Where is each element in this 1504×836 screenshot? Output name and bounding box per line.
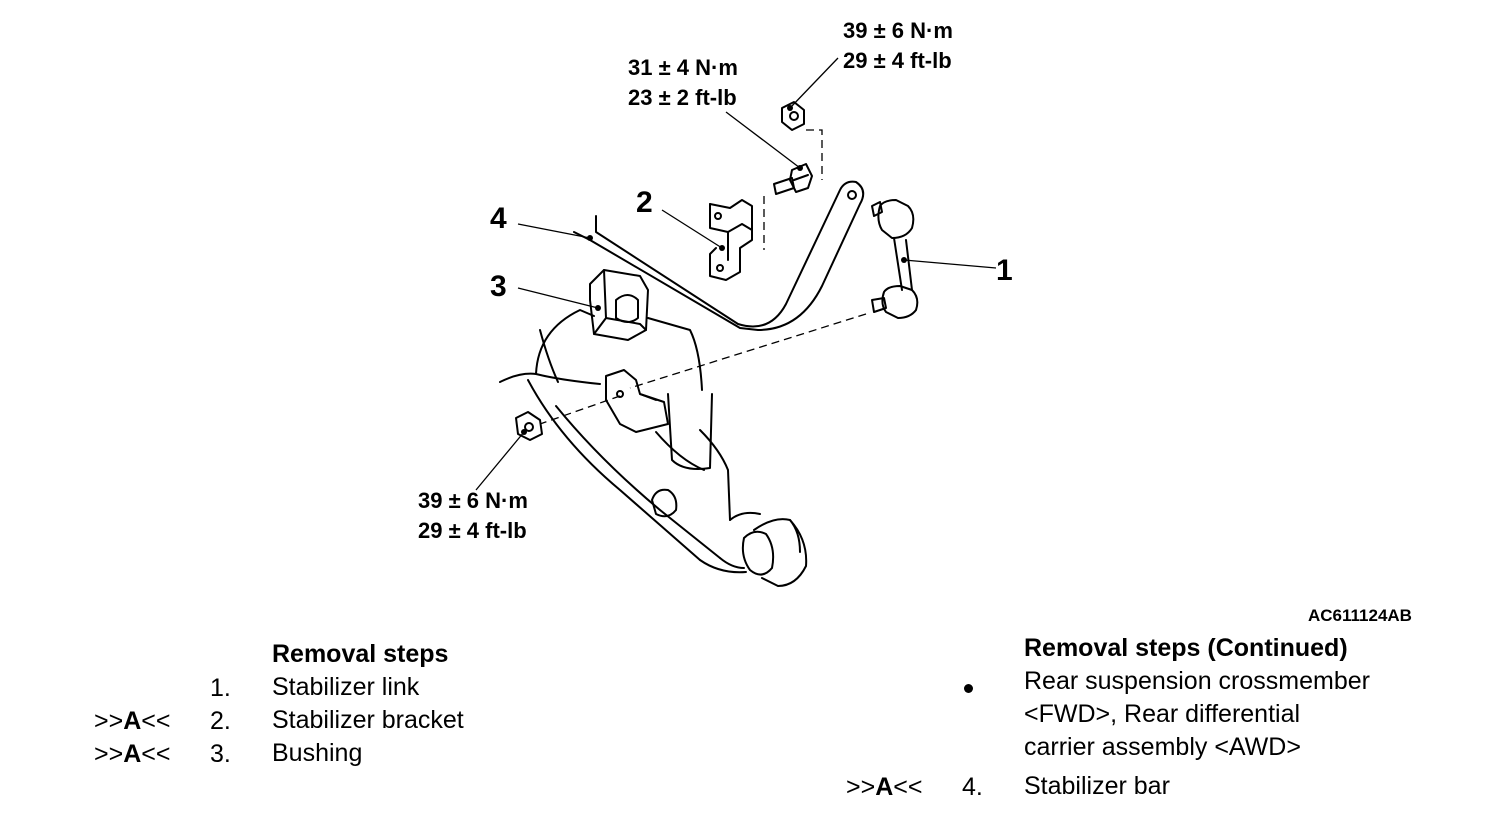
- figure-code: AC611124AB: [1308, 606, 1412, 625]
- service-point-mark: >>A<<: [846, 773, 923, 801]
- bushing-drawing: [589, 269, 649, 341]
- service-point-mark: >>A<<: [94, 707, 171, 735]
- step-text: Stabilizer link: [272, 673, 420, 701]
- removal-steps-continued-title: Removal steps (Continued): [1024, 634, 1348, 662]
- top-nut-drawing: [781, 101, 805, 131]
- stabilizer-link-drawing: [871, 199, 919, 319]
- part-number-3: 3: [490, 270, 507, 303]
- step-index: 2.: [210, 707, 231, 735]
- bracket-bolt-drawing: [773, 163, 813, 195]
- removal-steps-title: Removal steps: [272, 640, 449, 668]
- step-text: Bushing: [272, 739, 363, 767]
- torque-nm: 39 ± 6 N·m: [418, 488, 528, 513]
- step-index: 4.: [962, 773, 983, 801]
- bottom-nut-drawing: [515, 411, 543, 441]
- step-text: Stabilizer bar: [1024, 772, 1170, 800]
- torque-nm: 31 ± 4 N·m: [628, 55, 738, 80]
- torque-ftlb: 29 ± 4 ft-lb: [418, 518, 527, 543]
- bullet-icon: [964, 684, 973, 693]
- step-index: 3.: [210, 740, 231, 768]
- step-index: 1.: [210, 674, 231, 702]
- torque-ftlb: 29 ± 4 ft-lb: [843, 48, 952, 73]
- part-number-4: 4: [490, 202, 507, 235]
- part-number-1: 1: [996, 254, 1013, 287]
- torque-nm: 39 ± 6 N·m: [843, 18, 953, 43]
- stabilizer-bar-drawing: [573, 180, 865, 331]
- service-point-mark: >>A<<: [94, 740, 171, 768]
- step-text: Rear suspension crossmember <FWD>, Rear …: [1024, 667, 1370, 761]
- stabilizer-bracket-drawing: [709, 199, 753, 281]
- torque-label-top-middle: 31 ± 4 N·m 23 ± 2 ft-lb: [628, 53, 738, 113]
- torque-label-top-right: 39 ± 6 N·m 29 ± 4 ft-lb: [843, 16, 953, 76]
- torque-ftlb: 23 ± 2 ft-lb: [628, 85, 737, 110]
- part-number-2: 2: [636, 186, 653, 219]
- torque-label-bottom: 39 ± 6 N·m 29 ± 4 ft-lb: [418, 486, 528, 546]
- step-text: Stabilizer bracket: [272, 706, 464, 734]
- crossmember-drawing: [499, 309, 808, 587]
